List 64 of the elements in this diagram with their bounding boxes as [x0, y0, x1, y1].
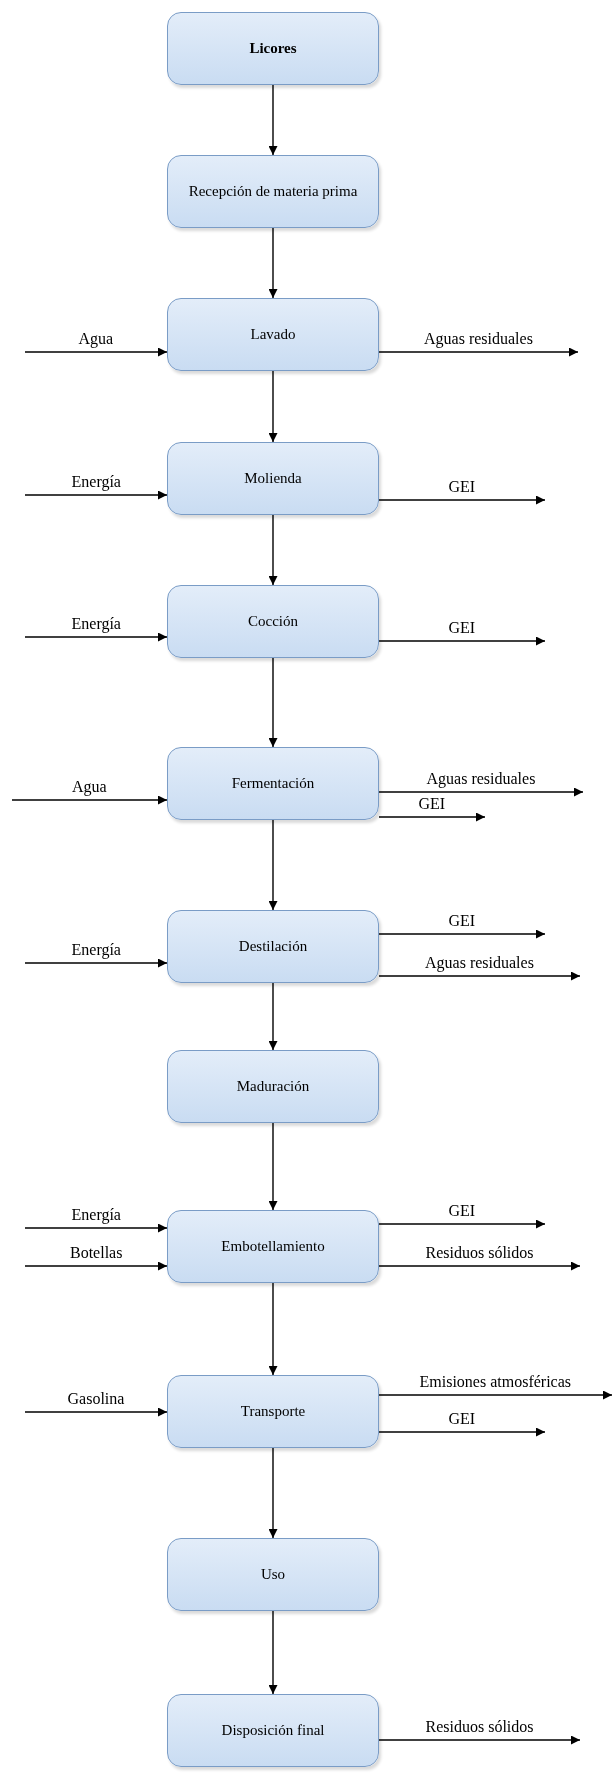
edge-label: Energía [70, 1206, 122, 1224]
process-label: Licores [249, 39, 297, 58]
process-box [167, 585, 379, 658]
process-label: Recepción de materia prima [188, 182, 358, 201]
arrow [24, 1261, 168, 1271]
process-box [167, 1538, 379, 1611]
process-box [167, 1694, 379, 1767]
arrow [378, 787, 584, 797]
process-box [167, 12, 379, 85]
process-label: Lavado [250, 325, 296, 344]
arrow [268, 1610, 278, 1695]
process-box [167, 442, 379, 515]
arrow [378, 929, 546, 939]
process-label: Embotellamiento [221, 1237, 325, 1256]
arrow [268, 982, 278, 1051]
arrow [378, 1427, 546, 1437]
arrow [378, 636, 546, 646]
arrow [378, 1219, 546, 1229]
process-label: Maduración [236, 1077, 310, 1096]
process-label: Uso [260, 1565, 286, 1584]
arrow [268, 1447, 278, 1539]
arrow [268, 1122, 278, 1211]
arrow [378, 1390, 613, 1400]
arrow [24, 958, 168, 968]
process-label: Fermentación [231, 774, 315, 793]
arrow [378, 812, 486, 822]
arrow [268, 84, 278, 156]
process-label: Transporte [240, 1402, 306, 1421]
edge-label: Energía [70, 615, 122, 633]
edge-label: Agua [77, 330, 115, 348]
arrow [24, 1407, 168, 1417]
process-label: Disposición final [221, 1721, 325, 1740]
arrow [268, 819, 278, 911]
arrow [24, 632, 168, 642]
arrow [268, 227, 278, 299]
arrow [24, 347, 168, 357]
arrow [24, 490, 168, 500]
edge-label: Aguas residuales [424, 954, 535, 972]
process-box [167, 1210, 379, 1283]
edge-label: Agua [71, 778, 108, 796]
arrow [378, 971, 581, 981]
process-label: Destilación [238, 937, 308, 956]
process-box [167, 1375, 379, 1448]
arrow [11, 795, 168, 805]
edge-label: Energía [70, 473, 122, 491]
edge-label: Energía [70, 941, 122, 959]
process-box [167, 1050, 379, 1123]
arrow [378, 1261, 581, 1271]
arrow [268, 370, 278, 443]
arrow [268, 657, 278, 748]
process-box [167, 910, 379, 983]
arrow [24, 1223, 168, 1233]
arrow [268, 514, 278, 586]
arrow [268, 1282, 278, 1376]
process-box [167, 298, 379, 371]
process-box [167, 747, 379, 820]
process-label: Molienda [244, 469, 302, 488]
process-box [167, 155, 379, 228]
process-label: Cocción [248, 612, 298, 631]
edge-label: Aguas residuales [423, 330, 534, 348]
edge-label: Aguas residuales [425, 770, 537, 788]
arrow [378, 1735, 581, 1745]
arrow [378, 495, 546, 505]
arrow [378, 347, 579, 357]
